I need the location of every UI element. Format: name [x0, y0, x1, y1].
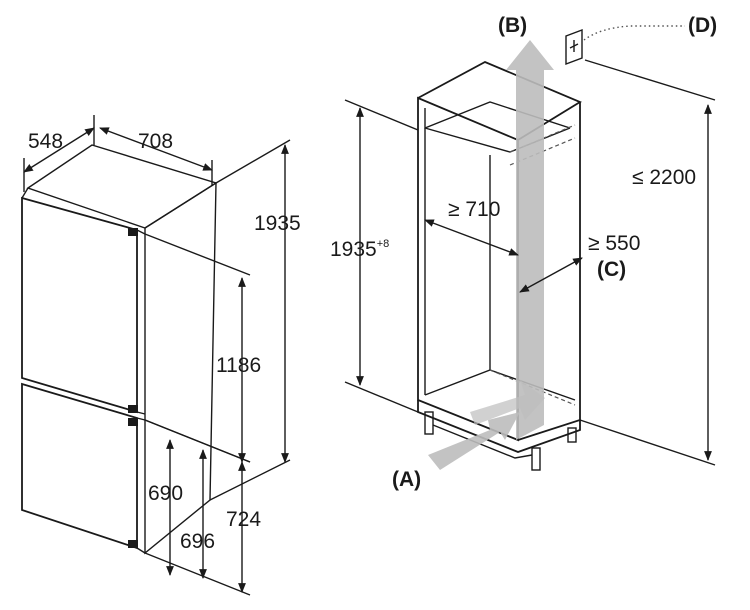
marker-d: (D)	[688, 14, 717, 37]
label-min-710: ≥ 710	[448, 198, 500, 221]
foot-icon	[567, 427, 577, 443]
label-696: 696	[180, 530, 215, 553]
airflow-arrows	[428, 40, 554, 470]
socket-icon	[565, 28, 583, 66]
label-max-2200: ≤ 2200	[632, 166, 696, 189]
hinge-icon	[128, 418, 138, 426]
airflow-out-arrow-icon	[506, 40, 554, 440]
label-1186: 1186	[216, 354, 261, 377]
appliance-dimensions	[23, 115, 291, 596]
foot-icon	[424, 411, 434, 435]
airflow-in-arrow-icon	[428, 412, 520, 470]
label-1935-appliance: 1935	[254, 212, 301, 235]
label-548: 548	[28, 130, 63, 153]
niche-top	[417, 61, 582, 141]
power-socket	[565, 25, 685, 66]
hinge-icon	[128, 405, 138, 413]
marker-b: (B)	[498, 14, 527, 37]
marker-c: (C)	[597, 258, 626, 281]
label-1935-niche: 1935+8	[330, 238, 389, 261]
label-724: 724	[226, 508, 261, 531]
foot-icon	[531, 447, 541, 471]
label-708: 708	[138, 130, 173, 153]
label-690: 690	[148, 482, 183, 505]
label-min-550: ≥ 550	[588, 232, 640, 255]
upper-door	[21, 196, 138, 414]
appliance-top-face	[26, 144, 218, 229]
airflow-turn-arrow-icon	[470, 380, 545, 425]
hinge-icon	[128, 540, 138, 548]
lower-door	[21, 382, 138, 550]
niche-dimensions	[344, 59, 716, 466]
hinge-icon	[128, 228, 138, 236]
marker-a: (A)	[392, 468, 421, 491]
socket-leader-line	[583, 25, 685, 41]
appliance-drawing	[21, 144, 218, 555]
